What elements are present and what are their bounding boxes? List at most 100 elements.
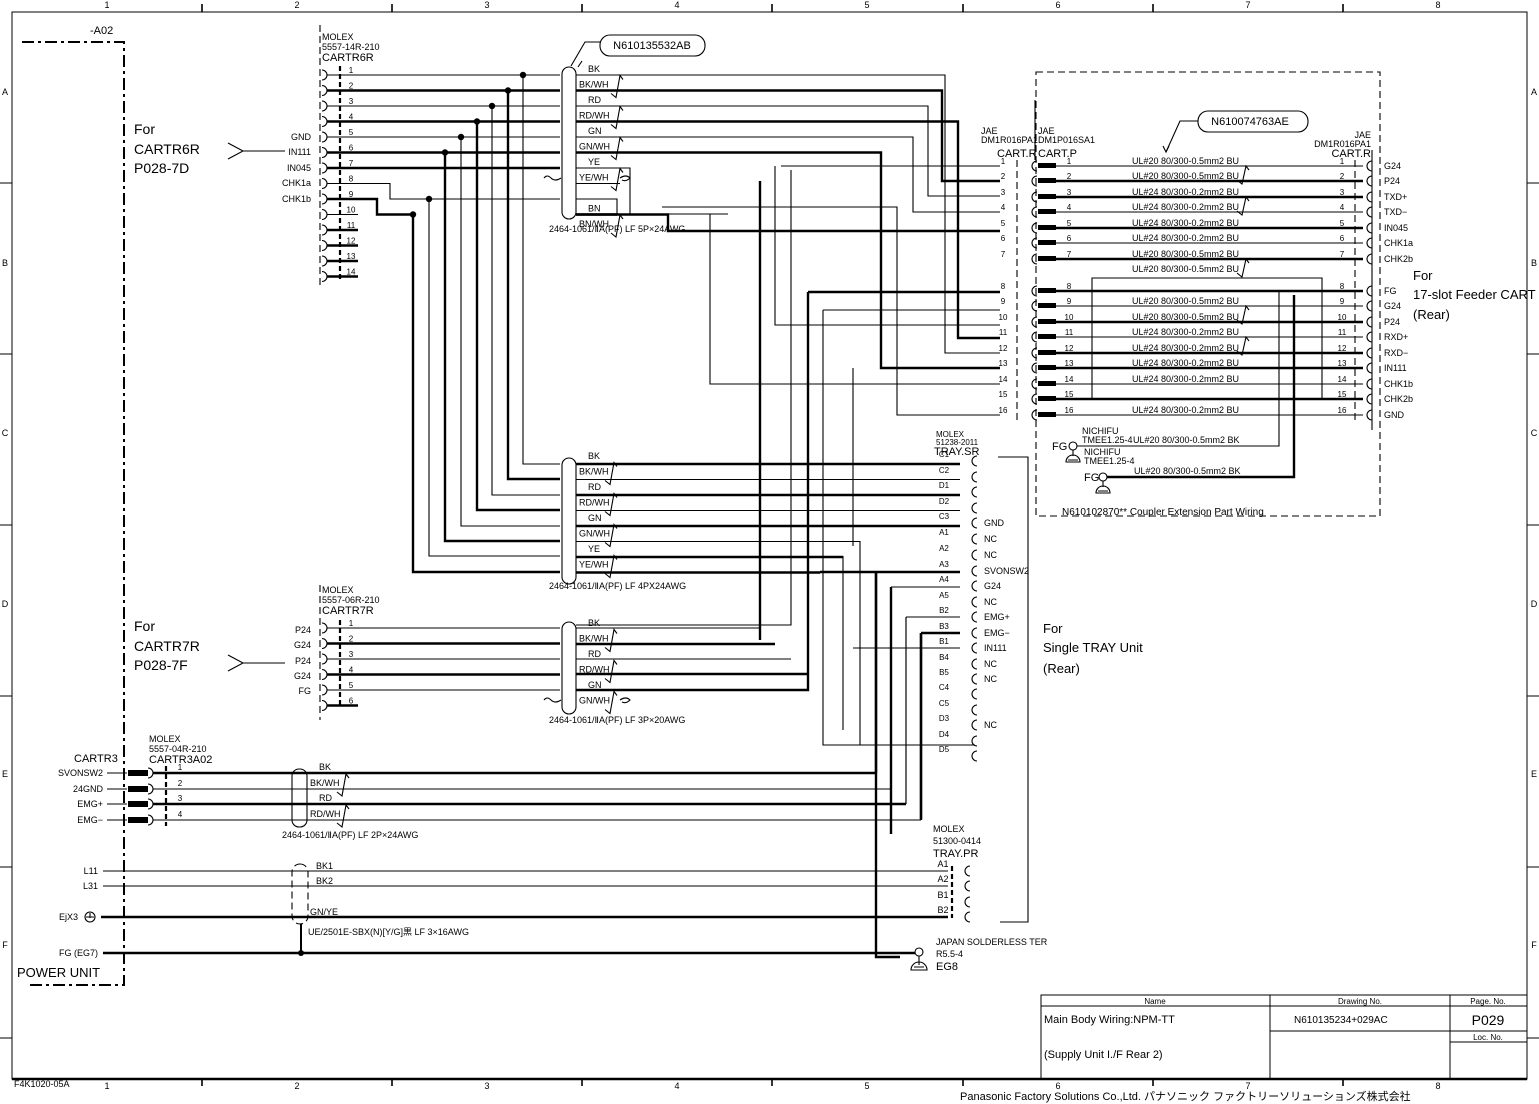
wire-spec: UL#24 80/300-0.2mm2 BU <box>1132 327 1239 337</box>
svg-text:NICHIFU: NICHIFU <box>1084 447 1121 457</box>
pin-housing <box>1038 412 1056 417</box>
pin-socket <box>321 177 328 190</box>
row-label: A <box>2 87 8 97</box>
pin-housing <box>1038 303 1056 308</box>
cartr7r-target-label: For CARTR7R P028-7F <box>134 618 200 673</box>
earth-icon <box>84 911 96 923</box>
drawing-border <box>11 11 1528 1080</box>
wire-color-label: GN/WH <box>579 529 610 539</box>
pin-number: 10 <box>999 313 1008 322</box>
column-label: 1 <box>104 1081 109 1091</box>
svg-text:FG: FG <box>1052 441 1067 453</box>
pin-signal: NC <box>984 550 997 560</box>
coupler-signal: G24 <box>1384 301 1401 311</box>
pin-socket <box>147 783 154 795</box>
cartr3-signal: SVONSW2 <box>58 768 103 778</box>
pin-socket <box>1031 222 1038 234</box>
pin-number: 12 <box>1338 344 1347 353</box>
wire-color-label: BK2 <box>316 876 333 886</box>
pin-label: B5 <box>939 668 949 677</box>
svg-text:CARTR3A02: CARTR3A02 <box>149 754 212 766</box>
svg-text:G24: G24 <box>294 671 311 681</box>
pin-number: 4 <box>1001 203 1006 212</box>
wire <box>491 106 560 496</box>
pin-socket <box>147 814 154 826</box>
column-label: 1 <box>104 0 109 10</box>
pin-socket <box>1031 347 1038 359</box>
pin-label: B2 <box>939 606 949 615</box>
pin-signal: IN111 <box>984 643 1007 653</box>
wire <box>576 89 1000 183</box>
cartr3-signal: EMG− <box>77 815 103 825</box>
pin-socket <box>321 69 328 81</box>
pin-number: 9 <box>1340 297 1345 306</box>
drawing-subtitle: (Supply Unit I./F Rear 2) <box>1044 1049 1163 1061</box>
pin-number: 7 <box>1067 250 1072 259</box>
wire-spec: UL#20 80/300-0.5mm2 BU <box>1132 249 1239 259</box>
column-label: 3 <box>484 1081 489 1091</box>
pin-socket <box>971 517 978 529</box>
pin-number: 5 <box>1340 219 1345 228</box>
drawing-name: Main Body Wiring:NPM-TT <box>1044 1014 1175 1026</box>
pin-socket <box>1366 316 1373 328</box>
pin-label: D3 <box>939 714 950 723</box>
wire-color-label: GN/WH <box>579 142 610 152</box>
company-name: Panasonic Factory Solutions Co.,Ltd. パナソ… <box>960 1089 1411 1103</box>
pin-socket <box>1366 378 1373 390</box>
wire <box>822 310 975 746</box>
wire-spec: UL#20 80/300-0.5mm2 BU <box>1132 156 1239 166</box>
pin-number: 2 <box>349 82 354 91</box>
pin-socket <box>971 455 978 467</box>
svg-text:(Rear): (Rear) <box>1043 661 1080 676</box>
cable-5p-spec: 2464-1061/ⅡA(PF) LF 5P×24AWG <box>549 224 685 234</box>
row-label: B <box>1531 258 1537 268</box>
pin-signal: NC <box>984 659 997 669</box>
junction-dot <box>425 195 433 203</box>
pin-housing <box>128 801 148 807</box>
pin-label: A3 <box>939 560 949 569</box>
pin-socket <box>1366 300 1373 312</box>
pin-socket <box>321 131 328 143</box>
pin-socket <box>147 767 154 779</box>
pin-number: 11 <box>347 221 356 230</box>
coupler-caption: N610102870** Coupler Extension Part Wiri… <box>1062 507 1264 518</box>
wire-color-label: BK/WH <box>579 80 609 90</box>
wire <box>460 137 560 527</box>
pin-socket <box>321 255 328 267</box>
power-unit-ref: -A02 <box>90 25 113 37</box>
pin-label: B1 <box>939 637 949 646</box>
wire-color-label: BK <box>588 451 600 461</box>
twist-mark <box>1236 257 1250 278</box>
coupler-signal: CHK1b <box>1384 379 1413 389</box>
pin-socket <box>971 486 978 498</box>
cable-4p-spec: 2464-1061/ⅡA(PF) LF 4PX24AWG <box>549 581 686 591</box>
wire <box>327 197 413 216</box>
pin-number: 10 <box>347 206 356 215</box>
pin-socket <box>321 84 328 97</box>
pin-socket <box>321 115 328 128</box>
wire <box>662 206 1000 416</box>
pin-socket <box>321 699 328 712</box>
wire-spec: UL#20 80/300-0.5mm2 BU <box>1132 296 1239 306</box>
pin-number: 3 <box>1340 188 1345 197</box>
pin-number: 13 <box>347 252 356 261</box>
row-label: C <box>1531 428 1538 438</box>
wire-spec: UL#24 80/300-0.2mm2 BU <box>1132 218 1239 228</box>
pin-housing <box>1038 225 1056 230</box>
wire-color-label: BN <box>588 204 601 214</box>
page-number: P029 <box>1472 1012 1505 1028</box>
wire <box>576 136 1000 213</box>
pin-number: 12 <box>347 237 356 246</box>
pin-number: 9 <box>349 190 354 199</box>
pin-housing <box>1038 163 1056 168</box>
pin-housing <box>1038 209 1056 214</box>
twist-mark <box>610 167 624 192</box>
svg-text:UL#20 80/300-0.5mm2 BK: UL#20 80/300-0.5mm2 BK <box>1134 466 1241 476</box>
wire-spec: UL#20 80/300-0.5mm2 BU <box>1132 171 1239 181</box>
wire <box>327 182 560 200</box>
svg-text:MOLEX: MOLEX <box>936 430 965 439</box>
pin-housing <box>1038 381 1056 386</box>
pin-housing <box>128 817 148 823</box>
